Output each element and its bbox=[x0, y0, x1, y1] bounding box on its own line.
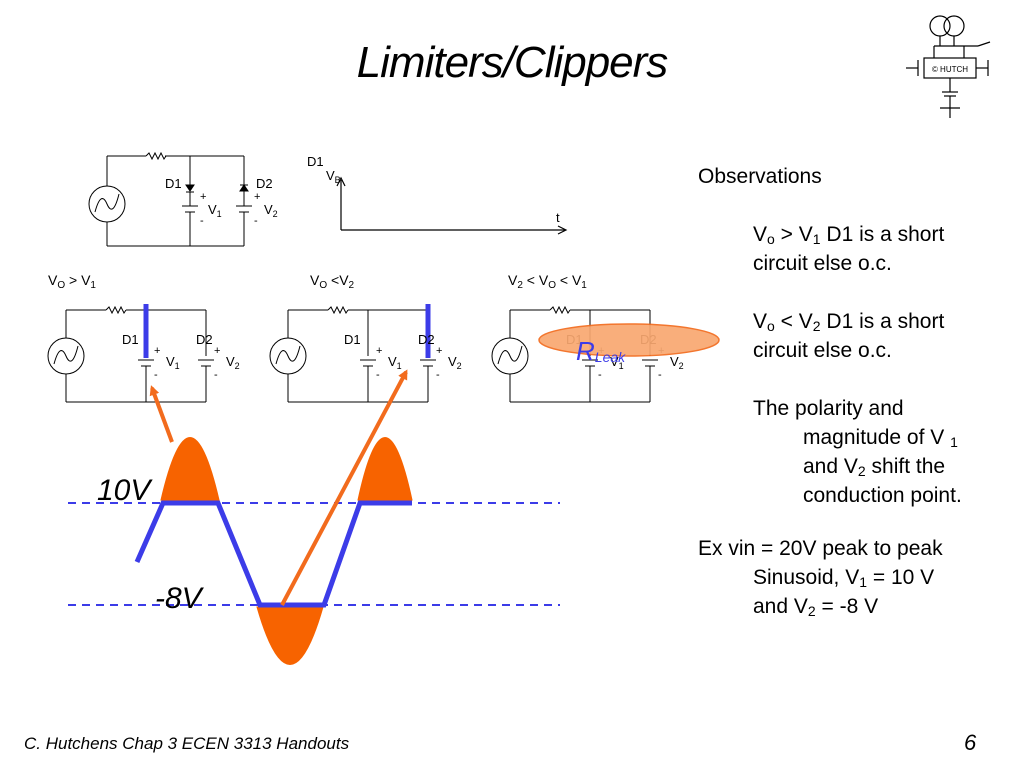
v1-minus: - bbox=[154, 369, 158, 381]
obs3-line3: and V2 shift the bbox=[803, 455, 946, 479]
case-circuit-1 bbox=[47, 305, 214, 403]
hutch-logo: © HUTCH bbox=[906, 15, 991, 118]
obs2-line1: Vo < V2 D1 is a short bbox=[753, 310, 945, 334]
logo-text: © HUTCH bbox=[932, 65, 968, 74]
v2-minus: - bbox=[436, 369, 440, 381]
page-number: 6 bbox=[964, 730, 977, 755]
arrow-case2 bbox=[280, 369, 408, 606]
v2-label: V2 bbox=[448, 354, 462, 371]
graph-t-label: t bbox=[556, 210, 560, 225]
observations-heading: Observations bbox=[698, 165, 822, 188]
clip-peak-2 bbox=[357, 437, 413, 501]
v2-minus: - bbox=[658, 369, 662, 381]
d2-label: D2 bbox=[418, 332, 435, 347]
svg-text:+: + bbox=[200, 191, 206, 203]
footer-text: C. Hutchens Chap 3 ECEN 3313 Handouts bbox=[24, 734, 350, 753]
obs3-line1: The polarity and bbox=[753, 397, 904, 420]
v1-minus: - bbox=[598, 369, 602, 381]
rleak-ellipse bbox=[538, 323, 720, 357]
graph-vb-label: VB bbox=[326, 168, 341, 185]
v1-plus: + bbox=[154, 345, 160, 357]
clip-peak-1 bbox=[160, 437, 220, 501]
lower-level-label: -8V bbox=[155, 582, 205, 615]
v1-label-top: V1 bbox=[208, 202, 222, 219]
v2-label: V2 bbox=[670, 354, 684, 371]
v2-minus: - bbox=[214, 369, 218, 381]
v2-plus: + bbox=[436, 345, 442, 357]
example-line1: Ex vin = 20V peak to peak bbox=[698, 537, 943, 560]
case3-label: V2 < VO < V1 bbox=[508, 272, 587, 291]
d2-label-top: D2 bbox=[256, 176, 273, 191]
case2-label: VO <V2 bbox=[310, 272, 355, 291]
svg-text:-: - bbox=[200, 215, 204, 227]
case1-label: VO > V1 bbox=[48, 272, 96, 291]
d1-label: D1 bbox=[122, 332, 139, 347]
arrow-case1 bbox=[149, 385, 174, 443]
v1-minus: - bbox=[376, 369, 380, 381]
svg-text:+: + bbox=[254, 191, 260, 203]
slide-title: Limiters/Clippers bbox=[356, 38, 669, 87]
example-line3: and V2 = -8 V bbox=[753, 595, 879, 619]
v2-label: V2 bbox=[226, 354, 240, 371]
rleak-label: RLeak bbox=[576, 336, 626, 366]
case-circuit-3 bbox=[491, 305, 658, 403]
graph-d1-label: D1 bbox=[307, 154, 324, 169]
obs1-line1: Vo > V1 D1 is a short bbox=[753, 223, 945, 247]
v1-label: V1 bbox=[166, 354, 180, 371]
obs1-line2: circuit else o.c. bbox=[753, 252, 892, 275]
v1-label: V1 bbox=[610, 354, 624, 371]
transfer-axes bbox=[336, 176, 568, 235]
clip-trough bbox=[256, 606, 324, 665]
obs3-line2: magnitude of V 1 bbox=[803, 426, 958, 450]
v1-plus: + bbox=[376, 345, 382, 357]
upper-level-label: 10V bbox=[97, 474, 153, 507]
obs3-line4: conduction point. bbox=[803, 484, 962, 507]
case-circuit-2 bbox=[269, 305, 436, 403]
v2-label-top: V2 bbox=[264, 202, 278, 219]
svg-text:-: - bbox=[254, 215, 258, 227]
d2-label: D2 bbox=[196, 332, 213, 347]
d1-label: D1 bbox=[344, 332, 361, 347]
v2-plus: + bbox=[214, 345, 220, 357]
main-circuit bbox=[88, 151, 252, 247]
clipped-waveform bbox=[134, 500, 412, 608]
d1-label-top: D1 bbox=[165, 176, 182, 191]
observations-panel: Observations Vo > V1 D1 is a short circu… bbox=[698, 162, 1018, 621]
obs2-line2: circuit else o.c. bbox=[753, 339, 892, 362]
v1-label: V1 bbox=[388, 354, 402, 371]
example-line2: Sinusoid, V1 = 10 V bbox=[753, 566, 935, 590]
